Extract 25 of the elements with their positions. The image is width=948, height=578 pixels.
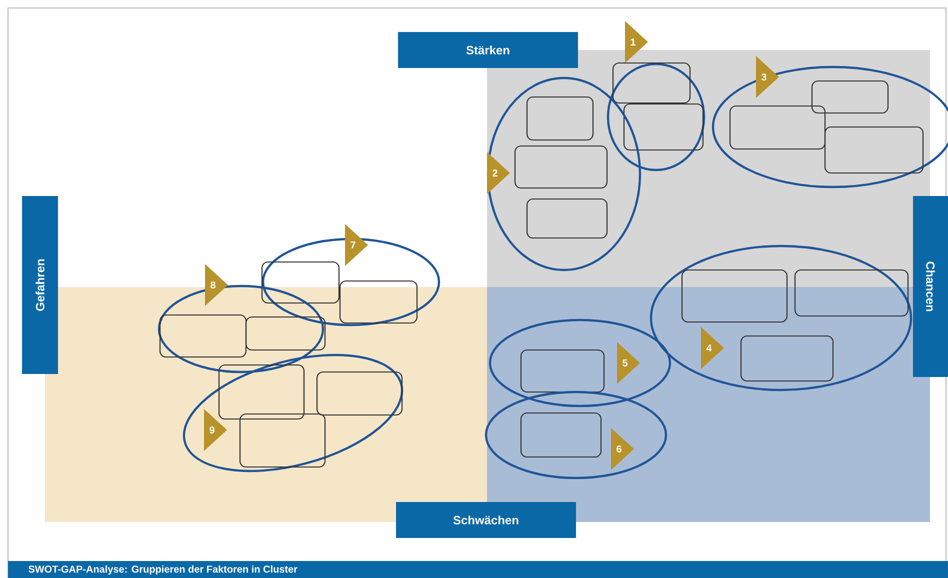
caption-bar: SWOT-GAP-Analyse: Gruppieren der Faktoren in Cluster	[8, 561, 948, 578]
empty-box	[261, 261, 340, 304]
empty-box	[520, 349, 605, 393]
empty-box	[794, 269, 909, 317]
empty-box	[526, 198, 608, 239]
empty-box	[218, 364, 305, 420]
empty-box	[514, 145, 608, 189]
empty-box	[339, 280, 418, 324]
empty-box	[681, 269, 788, 323]
axis-label: Gefahren	[22, 196, 58, 374]
axis-label: Chancen	[913, 196, 948, 377]
axis-label: Schwächen	[396, 502, 576, 538]
empty-box	[526, 96, 594, 141]
empty-box	[520, 412, 602, 458]
empty-box	[316, 371, 403, 416]
empty-box	[612, 62, 691, 104]
empty-box	[245, 316, 326, 351]
empty-box	[811, 80, 889, 114]
empty-box	[729, 105, 826, 150]
empty-box	[159, 314, 247, 358]
empty-box	[623, 103, 704, 151]
empty-box	[239, 413, 326, 468]
axis-label: Stärken	[398, 32, 578, 68]
empty-box	[824, 126, 924, 174]
empty-box	[740, 335, 834, 382]
